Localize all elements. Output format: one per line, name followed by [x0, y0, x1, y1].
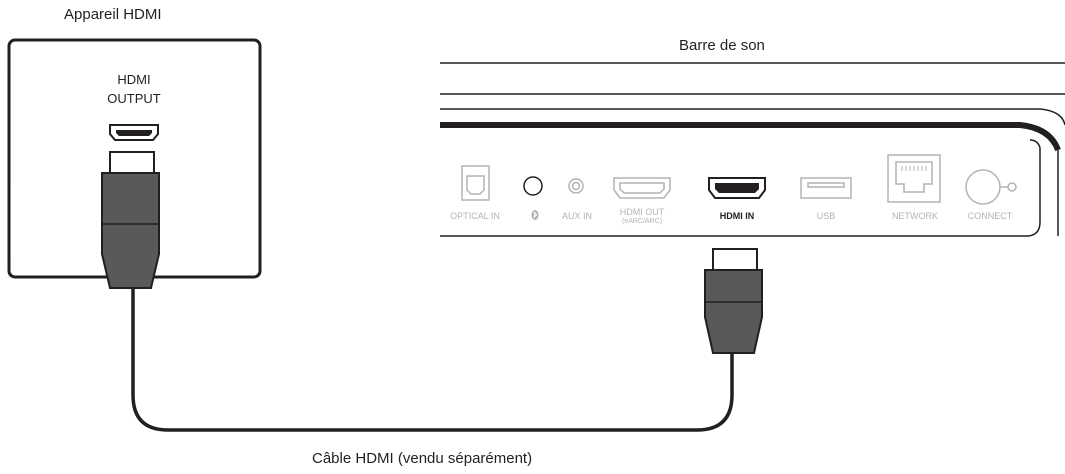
device-port-label: HDMI OUTPUT [104, 70, 164, 108]
soundbar-body [440, 62, 1065, 237]
device-title: Appareil HDMI [64, 6, 162, 23]
usb-port [800, 177, 852, 199]
cable-caption: Câble HDMI (vendu séparément) [312, 450, 533, 467]
port-label-aux: AUX IN [561, 211, 593, 221]
port-label-network: NETWORK [892, 211, 938, 221]
network-port [887, 154, 941, 203]
soundbar-ports [461, 154, 1017, 220]
aux-in-port [568, 178, 584, 194]
bluetooth-icon [531, 210, 539, 220]
device-port-label-line2: OUTPUT [107, 91, 161, 106]
hdmi-in-port [708, 177, 766, 199]
optical-in-port [461, 165, 490, 201]
port-label-hdmi-in: HDMI IN [719, 211, 755, 221]
device-hdmi-output-port [109, 124, 159, 141]
hdmi-cable [131, 288, 734, 432]
soundbar-cable-connector [704, 248, 763, 354]
connect-button-icon [965, 169, 1017, 205]
port-label-usb: USB [816, 211, 836, 221]
device-port-label-line1: HDMI [117, 72, 151, 87]
port-sublabel-hdmi-out: (eARC/ARC) [621, 218, 663, 225]
round-jack [523, 176, 543, 196]
device-cable-connector [101, 151, 160, 289]
port-label-connect: CONNECT [967, 211, 1013, 221]
hdmi-out-port [613, 177, 671, 199]
port-label-optical: OPTICAL IN [450, 211, 500, 221]
soundbar-title: Barre de son [679, 37, 765, 54]
port-label-hdmi-out: HDMI OUT [619, 207, 665, 217]
